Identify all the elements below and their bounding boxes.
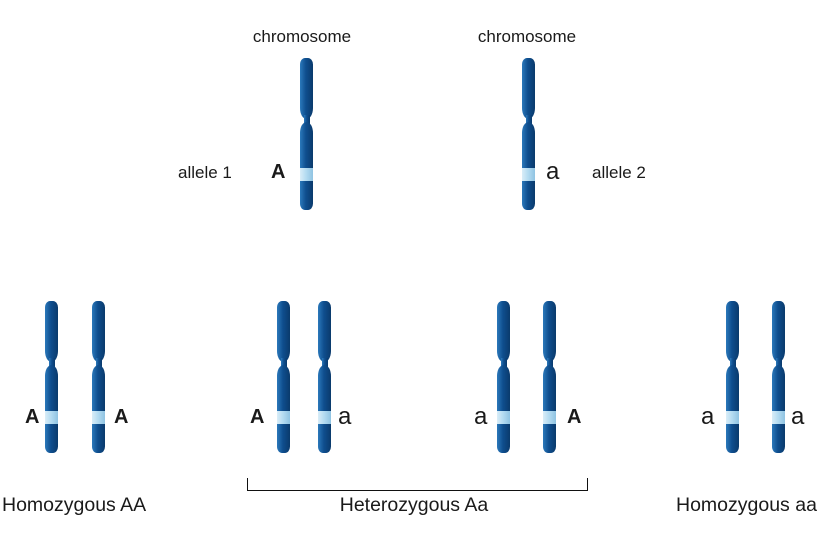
caption-homozygous-aa: Homozygous aa: [676, 494, 817, 516]
chromosome-arm-bottom: [318, 365, 331, 453]
chromosome-arm-top: [277, 301, 290, 362]
chromosome-arm-bottom: [497, 365, 510, 453]
chromosome-arm-top: [318, 301, 331, 362]
allele-band: [277, 411, 290, 424]
chromosome-arm-bottom: [45, 365, 58, 453]
centromere: [500, 358, 507, 368]
chromosome-pair1-left: [45, 301, 58, 453]
centromere: [775, 358, 782, 368]
chromosome-top-left: [300, 58, 313, 210]
chromosome-arm-bottom: [277, 365, 290, 453]
chromosome-label-right: chromosome: [477, 27, 577, 46]
chromosome-arm-top: [497, 301, 510, 362]
allele-band: [45, 411, 58, 424]
allele-band: [300, 168, 313, 181]
pair4-right-letter: a: [791, 403, 805, 430]
heterozygous-bracket: [247, 478, 588, 491]
chromosome-arm-bottom: [543, 365, 556, 453]
chromosome-arm-top: [522, 58, 535, 119]
chromosome-arm-bottom: [726, 365, 739, 453]
centromere: [48, 358, 55, 368]
allele-band: [318, 411, 331, 424]
chromosome-arm-bottom: [772, 365, 785, 453]
chromosome-arm-top: [92, 301, 105, 362]
chromosome-arm-top: [45, 301, 58, 362]
chromosome-pair2-left: [277, 301, 290, 453]
allele-band: [772, 411, 785, 424]
pair4-left-letter: a: [701, 403, 715, 430]
allele1-label: allele 1: [178, 163, 232, 182]
allele-band: [497, 411, 510, 424]
chromosome-arm-bottom: [92, 365, 105, 453]
chromosome-pair1-right: [92, 301, 105, 453]
pair3-right-letter: A: [567, 406, 582, 428]
chromosome-arm-top: [726, 301, 739, 362]
chromosome-arm-top: [300, 58, 313, 119]
centromere: [321, 358, 328, 368]
pair1-left-letter: A: [25, 406, 40, 428]
chromosome-pair3-right: [543, 301, 556, 453]
allele-band: [726, 411, 739, 424]
centromere: [303, 115, 310, 125]
pair3-left-letter: a: [474, 403, 488, 430]
chromosome-pair4-left: [726, 301, 739, 453]
caption-heterozygous-Aa: Heterozygous Aa: [339, 494, 489, 516]
centromere: [95, 358, 102, 368]
caption-homozygous-AA: Homozygous AA: [2, 494, 147, 516]
chromosome-pair4-right: [772, 301, 785, 453]
allele1-letter: A: [271, 161, 286, 183]
allele-band: [92, 411, 105, 424]
chromosome-arm-top: [543, 301, 556, 362]
allele-band: [543, 411, 556, 424]
pair1-right-letter: A: [114, 406, 129, 428]
centromere: [729, 358, 736, 368]
chromosome-arm-bottom: [300, 122, 313, 210]
chromosome-arm-bottom: [522, 122, 535, 210]
centromere: [525, 115, 532, 125]
pair2-left-letter: A: [250, 406, 265, 428]
chromosome-label-left: chromosome: [252, 27, 352, 46]
chromosome-pair3-left: [497, 301, 510, 453]
chromosome-pair2-right: [318, 301, 331, 453]
chromosome-arm-top: [772, 301, 785, 362]
allele2-letter: a: [546, 158, 560, 185]
chromosome-top-right: [522, 58, 535, 210]
pair2-right-letter: a: [338, 403, 352, 430]
centromere: [546, 358, 553, 368]
centromere: [280, 358, 287, 368]
allele2-label: allele 2: [592, 163, 646, 182]
allele-band: [522, 168, 535, 181]
